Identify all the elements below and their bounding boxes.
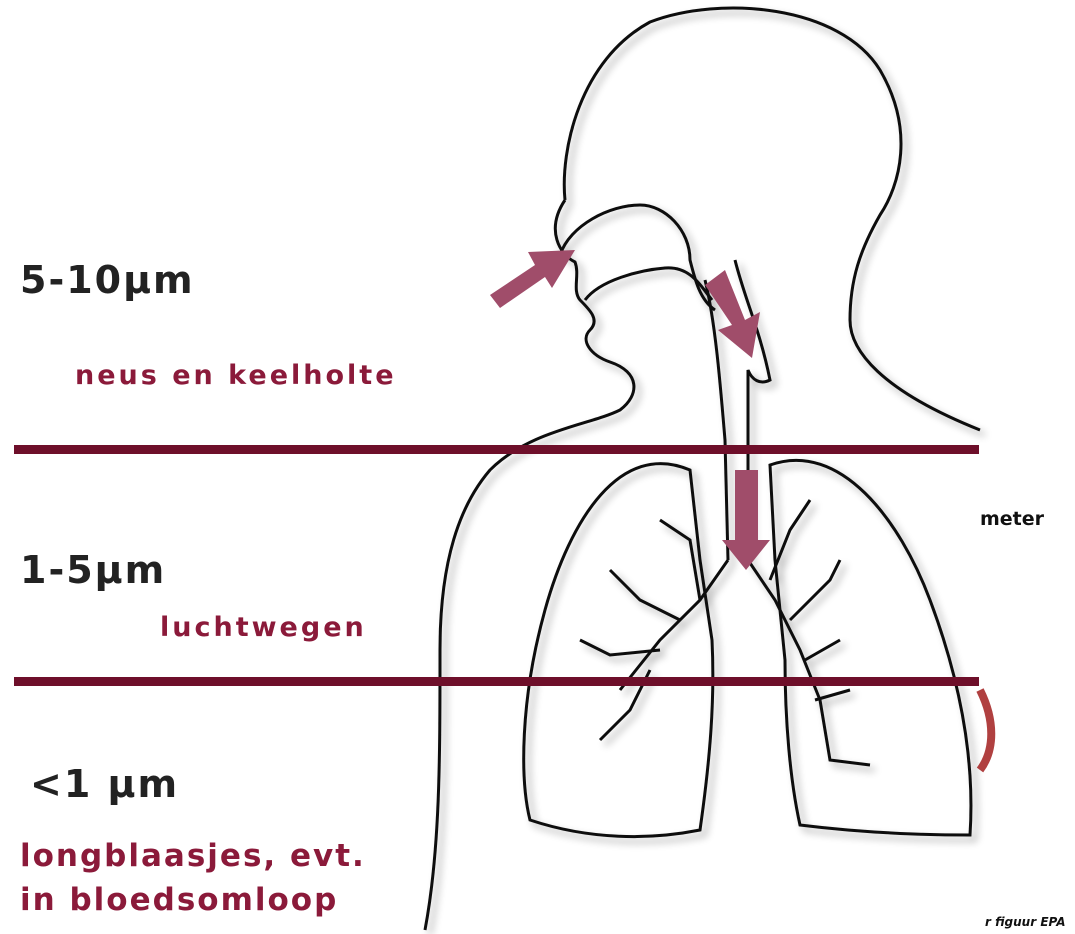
body-outline <box>425 8 980 930</box>
region-label-zone-2: luchtwegen <box>160 612 367 643</box>
bronchioles-right-1 <box>770 500 810 580</box>
size-label-zone-3: <1 µm <box>30 762 179 806</box>
arrow-nose-in <box>490 250 575 308</box>
bronchioles-right-2 <box>790 560 840 620</box>
credit-text: r figuur EPA <box>985 915 1066 929</box>
edge-mark <box>980 690 991 770</box>
bronchioles-left-1 <box>610 570 680 620</box>
cropped-side-text: meter <box>980 508 1044 530</box>
size-label-zone-1: 5-10µm <box>20 258 195 302</box>
size-label-zone-2: 1-5µm <box>20 548 166 592</box>
head-outline <box>564 8 980 430</box>
left-lung <box>524 464 713 837</box>
trachea-left <box>705 280 728 560</box>
bronchioles-right-3 <box>805 640 840 660</box>
bronchioles-right-4 <box>815 690 850 700</box>
divider-line-2 <box>14 677 979 686</box>
region-label-zone-3-line-1: longblaasjes, evt. <box>20 838 366 874</box>
region-label-zone-1: neus en keelholte <box>75 360 397 391</box>
right-bronchus <box>748 560 870 765</box>
nasal-cavity <box>560 205 715 310</box>
bronchioles-left-4 <box>660 520 700 600</box>
region-label-zone-3-line-2: in bloedsomloop <box>20 882 338 918</box>
divider-line-1 <box>14 445 979 454</box>
